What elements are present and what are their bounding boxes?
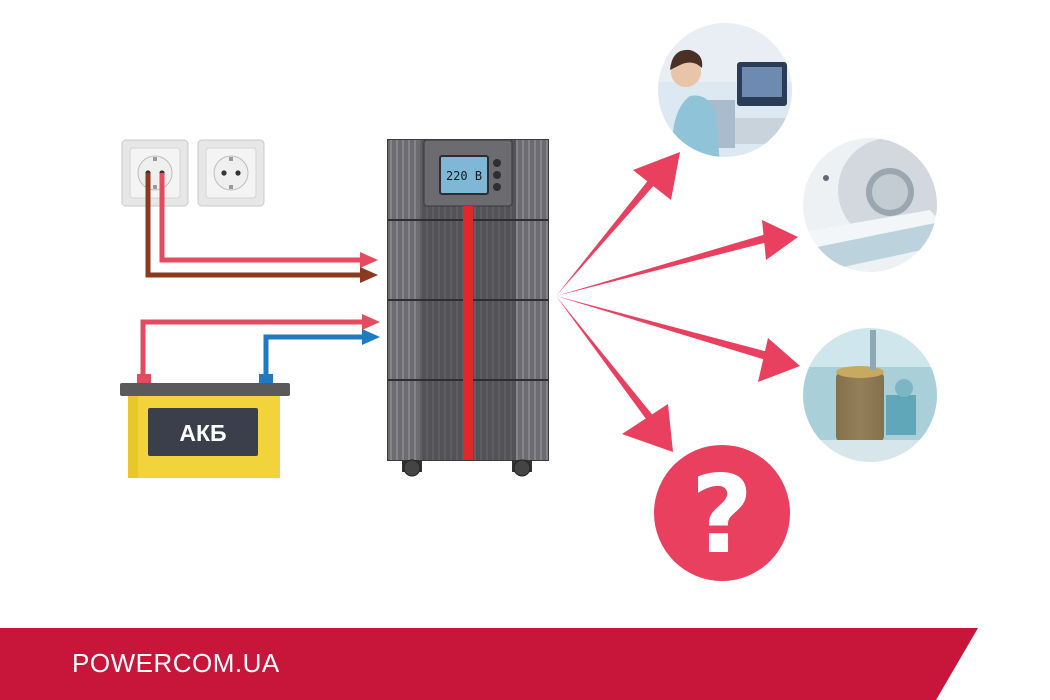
battery — [120, 374, 290, 478]
wall-socket-2 — [197, 139, 265, 207]
mains-neutral-arrowhead — [360, 267, 378, 283]
unknown-load-icon — [654, 445, 790, 581]
ultrasound-photo-icon — [656, 21, 794, 159]
ups-cabinet — [387, 139, 549, 477]
mains-phase-arrowhead — [360, 252, 378, 268]
mains-wires — [145, 173, 362, 278]
wall-socket-1 — [121, 139, 189, 207]
ups-display-value: 220 В — [446, 169, 482, 183]
battery-wires — [140, 319, 364, 380]
mri-scanner-photo-icon — [801, 136, 939, 274]
surgery-equipment-photo-icon — [801, 326, 939, 464]
footer-site-url[interactable]: POWERCOM.UA — [72, 648, 280, 678]
unknown-load-symbol: ? — [691, 453, 754, 578]
footer-band — [0, 628, 978, 700]
battery-plus-arrowhead — [362, 314, 380, 330]
battery-label: АКБ — [179, 420, 226, 446]
battery-minus-arrowhead — [362, 329, 380, 345]
output-arrows — [556, 152, 800, 452]
